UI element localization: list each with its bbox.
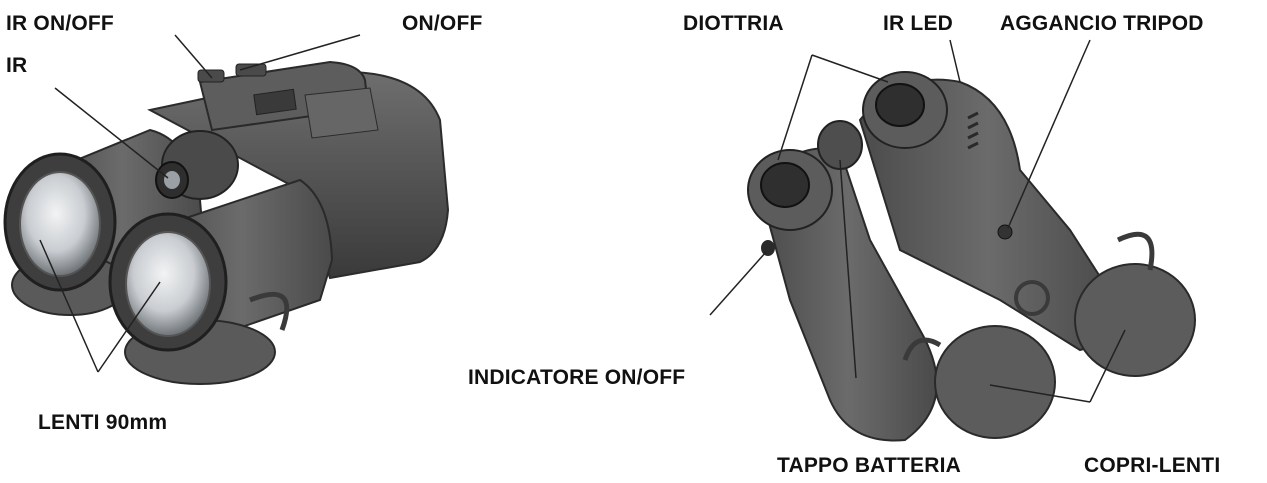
label-copri-lenti: COPRI-LENTI (1084, 455, 1220, 476)
right-eyepiece-inner (876, 84, 924, 126)
binocular-rear-view (748, 72, 1195, 441)
ir-emitter-glass (164, 171, 180, 189)
label-ir-on-off: IR ON/OFF (6, 13, 114, 34)
binocular-front-view (5, 62, 448, 384)
leader-aggancio (1008, 40, 1090, 228)
leader-diottria-1 (778, 55, 812, 160)
left-eyepiece-inner (761, 163, 809, 207)
label-ir: IR (6, 55, 27, 76)
left-objective-glass (20, 172, 100, 276)
right-objective-glass (126, 232, 210, 336)
tripod-mount (998, 225, 1012, 239)
label-indicatore-on-off: INDICATORE ON/OFF (468, 367, 685, 388)
label-lenti-90mm: LENTI 90mm (38, 412, 167, 433)
rear-lens-cap-right (1075, 264, 1195, 376)
leader-ir-led (950, 40, 960, 82)
leader-indicatore (710, 252, 766, 315)
label-aggancio-tripod: AGGANCIO TRIPOD (1000, 13, 1204, 34)
label-tappo-batteria: TAPPO BATTERIA (777, 455, 961, 476)
rear-lens-cap-left (935, 326, 1055, 438)
label-on-off: ON/OFF (402, 13, 483, 34)
top-pad (305, 88, 378, 138)
label-diottria: DIOTTRIA (683, 13, 784, 34)
leader-diottria-2 (812, 55, 888, 82)
on-off-indicator (761, 240, 775, 256)
leader-ir-on-off (175, 35, 212, 78)
label-ir-led: IR LED (883, 13, 953, 34)
